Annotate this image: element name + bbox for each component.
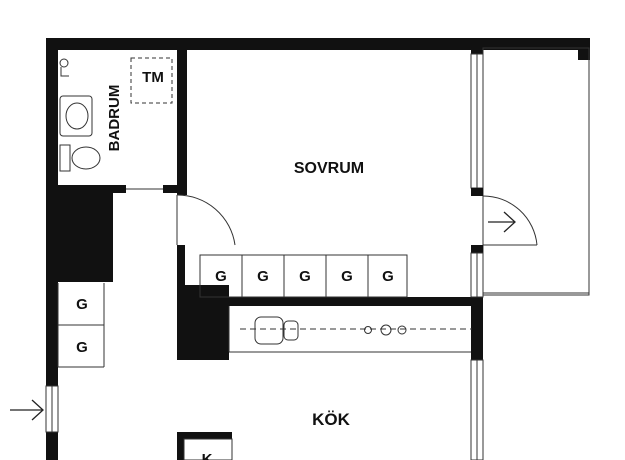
- divider-wall-end: [471, 297, 483, 360]
- bedroom-label: SOVRUM: [294, 160, 364, 177]
- bathroom: TM BADRUM: [58, 50, 187, 195]
- hall-cabinet-label: G: [76, 339, 88, 356]
- stove-icon: [364, 324, 407, 336]
- left-wall-lower: [46, 432, 58, 460]
- kitchen-counter: [228, 306, 472, 353]
- bathroom-bottom-wall-left: [58, 185, 126, 193]
- kitchen-cabinet: K: [177, 432, 233, 460]
- washer-label: TM: [142, 69, 164, 86]
- right-wall-top: [578, 38, 590, 60]
- bedroom-right-wall-top: [471, 38, 483, 54]
- outer-walls: [46, 38, 590, 460]
- washer-box: [130, 57, 173, 104]
- kitchen-block: [177, 285, 229, 360]
- kitchen-wall-bottom-left: [177, 352, 229, 360]
- entrance: [45, 385, 59, 433]
- entrance-arrow-icon: [10, 399, 44, 421]
- hallway-closet: G G: [57, 193, 113, 368]
- kitchen-cabinet-label: K: [202, 451, 213, 460]
- divider-wall-horizontal: [177, 297, 483, 306]
- closet-inner-line: [111, 193, 113, 282]
- shower-head-icon: [59, 58, 69, 77]
- bathroom-bottom-wall-right: [163, 185, 177, 193]
- toilet-icon: [59, 144, 101, 172]
- kitchen-sink-icon: [254, 316, 299, 345]
- wardrobe-label: G: [382, 268, 394, 285]
- balcony-door: [482, 195, 538, 246]
- wardrobe-label: G: [215, 268, 227, 285]
- top-wall: [46, 38, 590, 50]
- bathroom-right-wall: [177, 50, 187, 195]
- sink-icon: [59, 95, 93, 137]
- divider-stub: [177, 245, 185, 285]
- closet-solid-block: [58, 193, 111, 282]
- balcony: [482, 47, 590, 296]
- bedroom-wardrobes: G G G G G: [199, 254, 408, 298]
- wardrobe-label: G: [341, 268, 353, 285]
- hall-cabinet-label: G: [76, 296, 88, 313]
- bedroom-windows: [470, 53, 484, 298]
- balcony-edge: [482, 47, 590, 296]
- bedroom-door: [176, 194, 236, 246]
- kitchen-label: KÖK: [312, 410, 351, 429]
- balcony-entrance-arrow-icon: [488, 211, 516, 233]
- wardrobe-label: G: [257, 268, 269, 285]
- divider-wall: [177, 245, 483, 360]
- wardrobe-label: G: [299, 268, 311, 285]
- left-wall-upper: [46, 38, 58, 386]
- bathroom-label: BADRUM: [106, 85, 123, 152]
- kitchen-windows: [470, 359, 484, 460]
